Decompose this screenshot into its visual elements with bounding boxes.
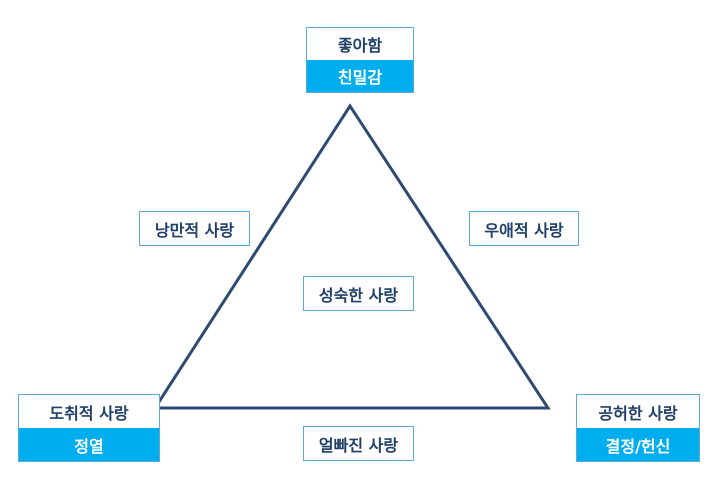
vertex-left-box: 도취적 사랑 정열 — [18, 394, 160, 462]
edge-left-label: 낭만적 사랑 — [139, 211, 250, 246]
vertex-left-component: 정열 — [19, 428, 159, 461]
vertex-left-label: 도취적 사랑 — [19, 395, 159, 428]
edge-right-label: 우애적 사랑 — [469, 211, 579, 246]
vertex-right-component: 결정/헌신 — [577, 428, 699, 461]
vertex-right-label: 공허한 사랑 — [577, 395, 699, 428]
vertex-top-component: 친밀감 — [307, 60, 413, 92]
vertex-top-box: 좋아함 친밀감 — [306, 27, 414, 93]
edge-bottom-label: 얼빠진 사랑 — [303, 426, 414, 461]
vertex-top-label: 좋아함 — [307, 28, 413, 60]
triangle-shape — [152, 103, 551, 410]
center-label: 성숙한 사랑 — [303, 276, 414, 311]
vertex-right-box: 공허한 사랑 결정/헌신 — [576, 394, 700, 462]
